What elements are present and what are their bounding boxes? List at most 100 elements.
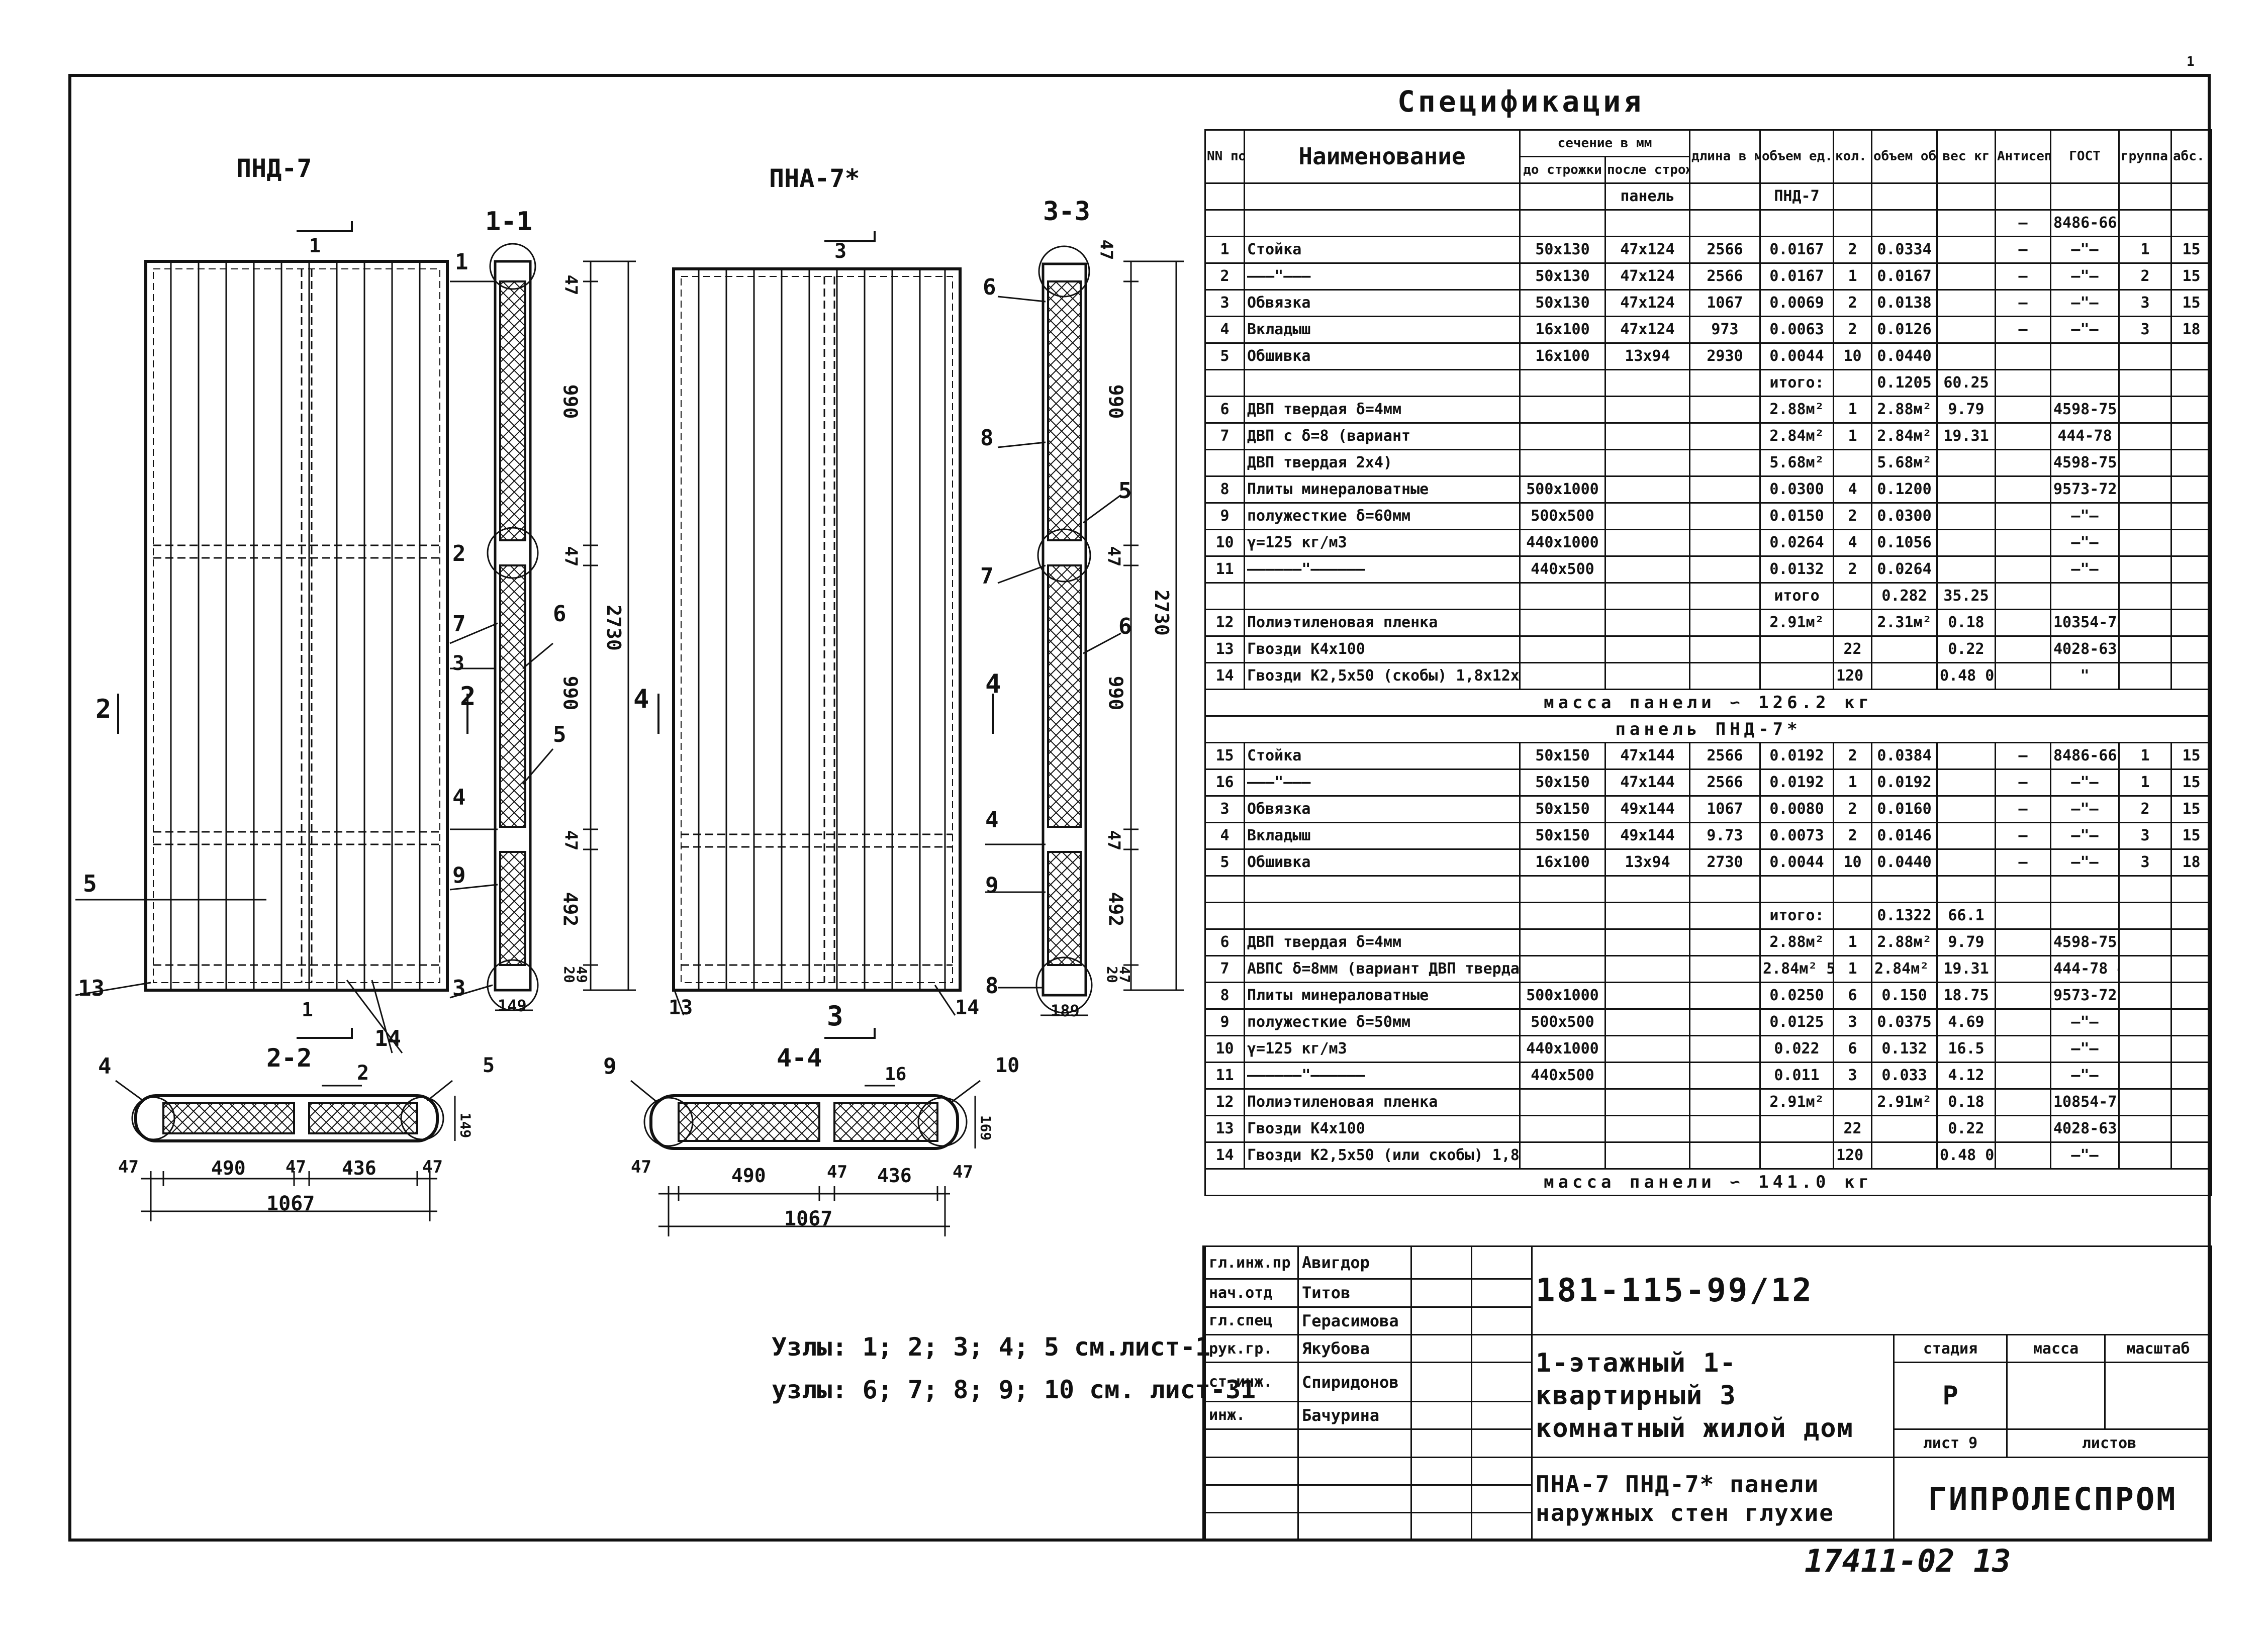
spec-cell-vu: 0.0069 <box>1759 289 1834 317</box>
col-pos: NN поз <box>1204 129 1245 184</box>
spec-cell-q: 1 <box>1833 769 1872 797</box>
spec-cell-q: 10 <box>1833 848 1872 877</box>
dim-sec22: 436 <box>342 1157 376 1179</box>
spec-cell-a: — <box>1995 209 2051 237</box>
spec-cell-len <box>1689 1008 1761 1036</box>
spec-cell-w <box>2170 1088 2212 1116</box>
spec-cell-vt <box>1871 209 1938 237</box>
spec-cell-pos: 2 <box>1204 262 1245 291</box>
spec-cell-w <box>2170 635 2212 663</box>
spec-cell-before <box>1519 422 1606 450</box>
spec-cell-vt: 0.0440 <box>1871 342 1938 370</box>
spec-cell-before: 500x500 <box>1519 1008 1606 1036</box>
spec-cell-vt <box>1871 182 1938 211</box>
note-nodes-1: Узлы: 1; 2; 3; 4; 5 см.лист-1 <box>772 1332 1210 1362</box>
col-name: Наименование <box>1244 129 1521 184</box>
spec-cell-m: 19.31 <box>1936 422 1996 450</box>
spec-cell-m: 9.79 <box>1936 928 1996 956</box>
dim-sec22-thickness: 149 <box>457 1112 474 1138</box>
spec-cell-a <box>1995 475 2051 504</box>
spec-cell-g: 444-78 4598-75 <box>2050 955 2120 983</box>
spec-cell-g: —"— <box>2050 822 2120 850</box>
dim-right-seg1: 990 <box>1104 384 1127 419</box>
callout-sec22: 5 <box>483 1054 495 1077</box>
spec-cell-vu: 0.0192 <box>1759 769 1834 797</box>
spec-cell-a <box>1995 928 2051 956</box>
spec-cell-g: —"— <box>2050 289 2120 317</box>
spec-cell-after <box>1604 1088 1690 1116</box>
spec-cell-vt: 0.0440 <box>1871 848 1938 877</box>
spec-cell-a <box>1995 396 2051 424</box>
spec-cell-vt <box>1871 875 1938 903</box>
callout-right: 5 <box>1118 478 1132 504</box>
spec-cell-vu: 0.0044 <box>1759 342 1834 370</box>
dim-sec44: 47 <box>953 1162 973 1182</box>
spec-cell-after <box>1604 1062 1690 1090</box>
spec-cell-a <box>1995 982 2051 1010</box>
spec-cell-q: 2 <box>1833 822 1872 850</box>
callout-right: 8 <box>980 425 994 451</box>
spec-cell-vu: 5.68м² <box>1759 449 1834 477</box>
spec-cell-before: 16x100 <box>1519 342 1606 370</box>
spec-cell-pos <box>1204 875 1245 903</box>
tb-empty <box>1410 1484 1472 1514</box>
callout-sec44: 16 <box>885 1064 907 1085</box>
tb-empty <box>1297 1428 1412 1458</box>
spec-cell-qg <box>2118 1062 2172 1090</box>
spec-cell-m <box>1936 449 1996 477</box>
spec-cell-g: —"— <box>2050 848 2120 877</box>
spec-cell-a <box>1995 342 2051 370</box>
spec-cell-after <box>1604 529 1690 557</box>
spec-cell-after <box>1604 422 1690 450</box>
spec-cell-after: 47x124 <box>1604 289 1690 317</box>
spec-cell-q <box>1833 182 1872 211</box>
section-4-4-label: 4-4 <box>777 1043 822 1073</box>
spec-cell-vu <box>1759 1141 1834 1170</box>
spec-cell-qg: 1 <box>2118 769 2172 797</box>
col-qty: кол. во шт. <box>1833 129 1872 184</box>
spec-cell-m <box>1936 875 1996 903</box>
spec-cell-len <box>1689 1141 1761 1170</box>
dim-sec22-total: 1067 <box>266 1192 315 1215</box>
spec-cell-g: 4598-75 <box>2050 928 2120 956</box>
spec-cell-q: 10 <box>1833 342 1872 370</box>
spec-cell-w <box>2170 902 2212 930</box>
spec-cell-q: 2 <box>1833 502 1872 530</box>
callout-right: 9 <box>985 873 999 898</box>
spec-cell-len <box>1689 1035 1761 1063</box>
spec-cell-before: 50x130 <box>1519 289 1606 317</box>
spec-cell-m: 18.75 <box>1936 982 1996 1010</box>
spec-cell-g <box>2050 342 2120 370</box>
tb-empty <box>1410 1428 1472 1458</box>
spec-cell-pos: 15 <box>1204 742 1245 770</box>
spec-cell-pos: 7 <box>1204 422 1245 450</box>
tb-sheets-label: листов <box>2006 1428 2213 1458</box>
dim-left-b2: 49 <box>573 966 590 983</box>
spec-cell-a: — <box>1995 262 2051 291</box>
spec-cell-g: 8486-66 24454-80 <box>2050 742 2120 770</box>
spec-cell-vu: 0.0167 <box>1759 262 1834 291</box>
dim-sec22: 47 <box>286 1157 306 1177</box>
spec-cell-q: 3 <box>1833 1008 1872 1036</box>
spec-cell-before <box>1519 396 1606 424</box>
sheet-number: 17411-02 13 <box>1805 1543 2011 1579</box>
spec-cell-a <box>1995 955 2051 983</box>
callout-left: 2 <box>452 541 466 566</box>
spec-cell-w <box>2170 422 2212 450</box>
spec-cell-vt: 0.0160 <box>1871 795 1938 823</box>
spec-cell-a: — <box>1995 289 2051 317</box>
spec-cell-q <box>1833 875 1872 903</box>
spec-cell-qg: 3 <box>2118 316 2172 344</box>
tb-date <box>1471 1334 1533 1364</box>
spec-cell-a: — <box>1995 848 2051 877</box>
spec-cell-w <box>2170 342 2212 370</box>
tb-stage-label: стадия <box>1893 1334 2008 1364</box>
spec-cell-name <box>1244 182 1521 211</box>
spec-cell-vu: 2.84м² <box>1759 422 1834 450</box>
spec-cell-w <box>2170 396 2212 424</box>
callout-right: 8 <box>985 973 999 999</box>
spec-cell-g: —"— <box>2050 555 2120 584</box>
